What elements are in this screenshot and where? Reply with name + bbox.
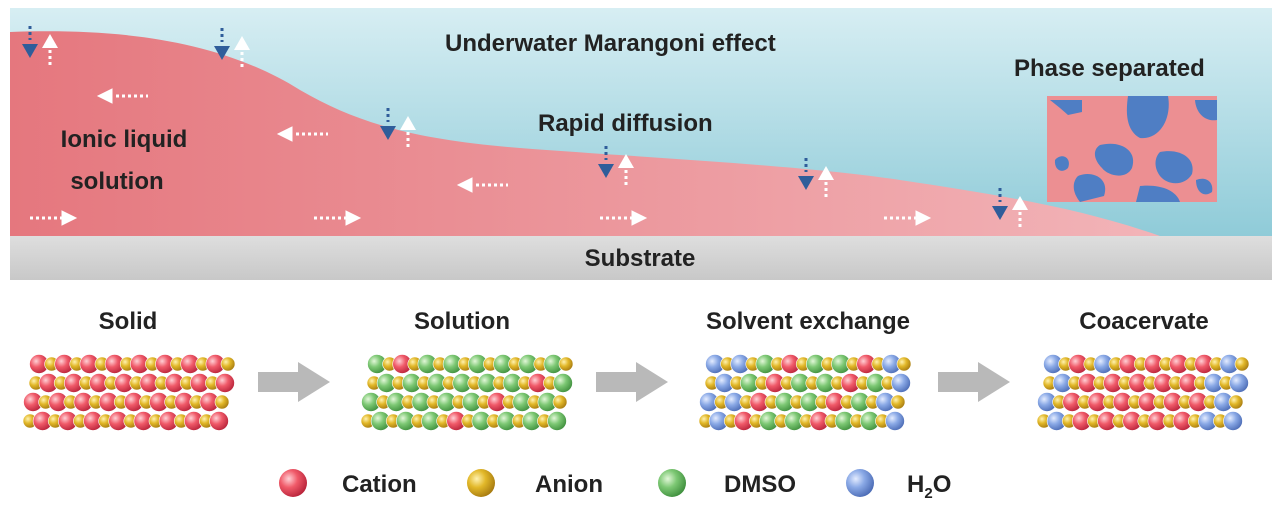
legend-cation-icon bbox=[279, 469, 307, 497]
flow-arrow-left-icon bbox=[276, 126, 328, 142]
rapid-diffusion-label: Rapid diffusion bbox=[538, 110, 713, 137]
substrate-bar bbox=[10, 236, 1272, 280]
stage-label-solid: Solid bbox=[98, 308, 158, 335]
particle-block-solvent-exchange bbox=[698, 354, 912, 431]
exchange-arrows-icon bbox=[22, 26, 58, 66]
legend-label-anion: Anion bbox=[535, 471, 603, 498]
particle-block-solid bbox=[22, 354, 236, 431]
exchange-arrows-icon bbox=[380, 108, 416, 148]
stage-arrow-icon bbox=[596, 362, 668, 402]
exchange-arrows-icon bbox=[214, 28, 250, 68]
legend-dmso-icon bbox=[658, 469, 686, 497]
flow-arrow-left-icon bbox=[456, 177, 508, 193]
flow-arrow-right-icon bbox=[600, 210, 648, 226]
stage-label-coacervate: Coacervate bbox=[1079, 308, 1209, 335]
legend-h2o-icon bbox=[846, 469, 874, 497]
particle-block-solution bbox=[360, 354, 574, 431]
exchange-arrows-icon bbox=[598, 146, 634, 186]
stage-label-solution: Solution bbox=[414, 308, 510, 335]
flow-arrow-left-icon bbox=[96, 88, 148, 104]
flow-arrow-right-icon bbox=[314, 210, 362, 226]
ionic-liquid-label-line2: solution bbox=[70, 168, 164, 195]
stage-arrow-icon bbox=[938, 362, 1010, 402]
substrate-label: Substrate bbox=[584, 245, 696, 272]
legend-label-dmso: DMSO bbox=[724, 471, 796, 498]
particle-block-coacervate bbox=[1036, 354, 1250, 431]
phase-separated-label: Phase separated bbox=[1014, 55, 1205, 82]
flow-arrow-right-icon bbox=[884, 210, 932, 226]
flow-arrow-right-icon bbox=[30, 210, 78, 226]
marangoni-schematic bbox=[10, 8, 1272, 280]
exchange-arrows-icon bbox=[798, 158, 834, 198]
legend-anion-icon bbox=[467, 469, 495, 497]
marangoni-title: Underwater Marangoni effect bbox=[445, 30, 776, 57]
ionic-liquid-label: Ionic liquid bbox=[60, 126, 188, 153]
phase-separated-inset bbox=[1047, 96, 1217, 202]
interface-exchange-markers bbox=[22, 26, 1028, 228]
stage-arrow-icon bbox=[258, 362, 330, 402]
flow-arrows bbox=[30, 88, 932, 226]
stage-label-solvent-exchange: Solvent exchange bbox=[705, 308, 911, 335]
legend-label-h2o: H2O bbox=[907, 471, 952, 502]
legend-label-cation: Cation bbox=[342, 471, 417, 498]
exchange-arrows-icon bbox=[992, 188, 1028, 228]
ionic-liquid-film bbox=[10, 31, 1160, 237]
